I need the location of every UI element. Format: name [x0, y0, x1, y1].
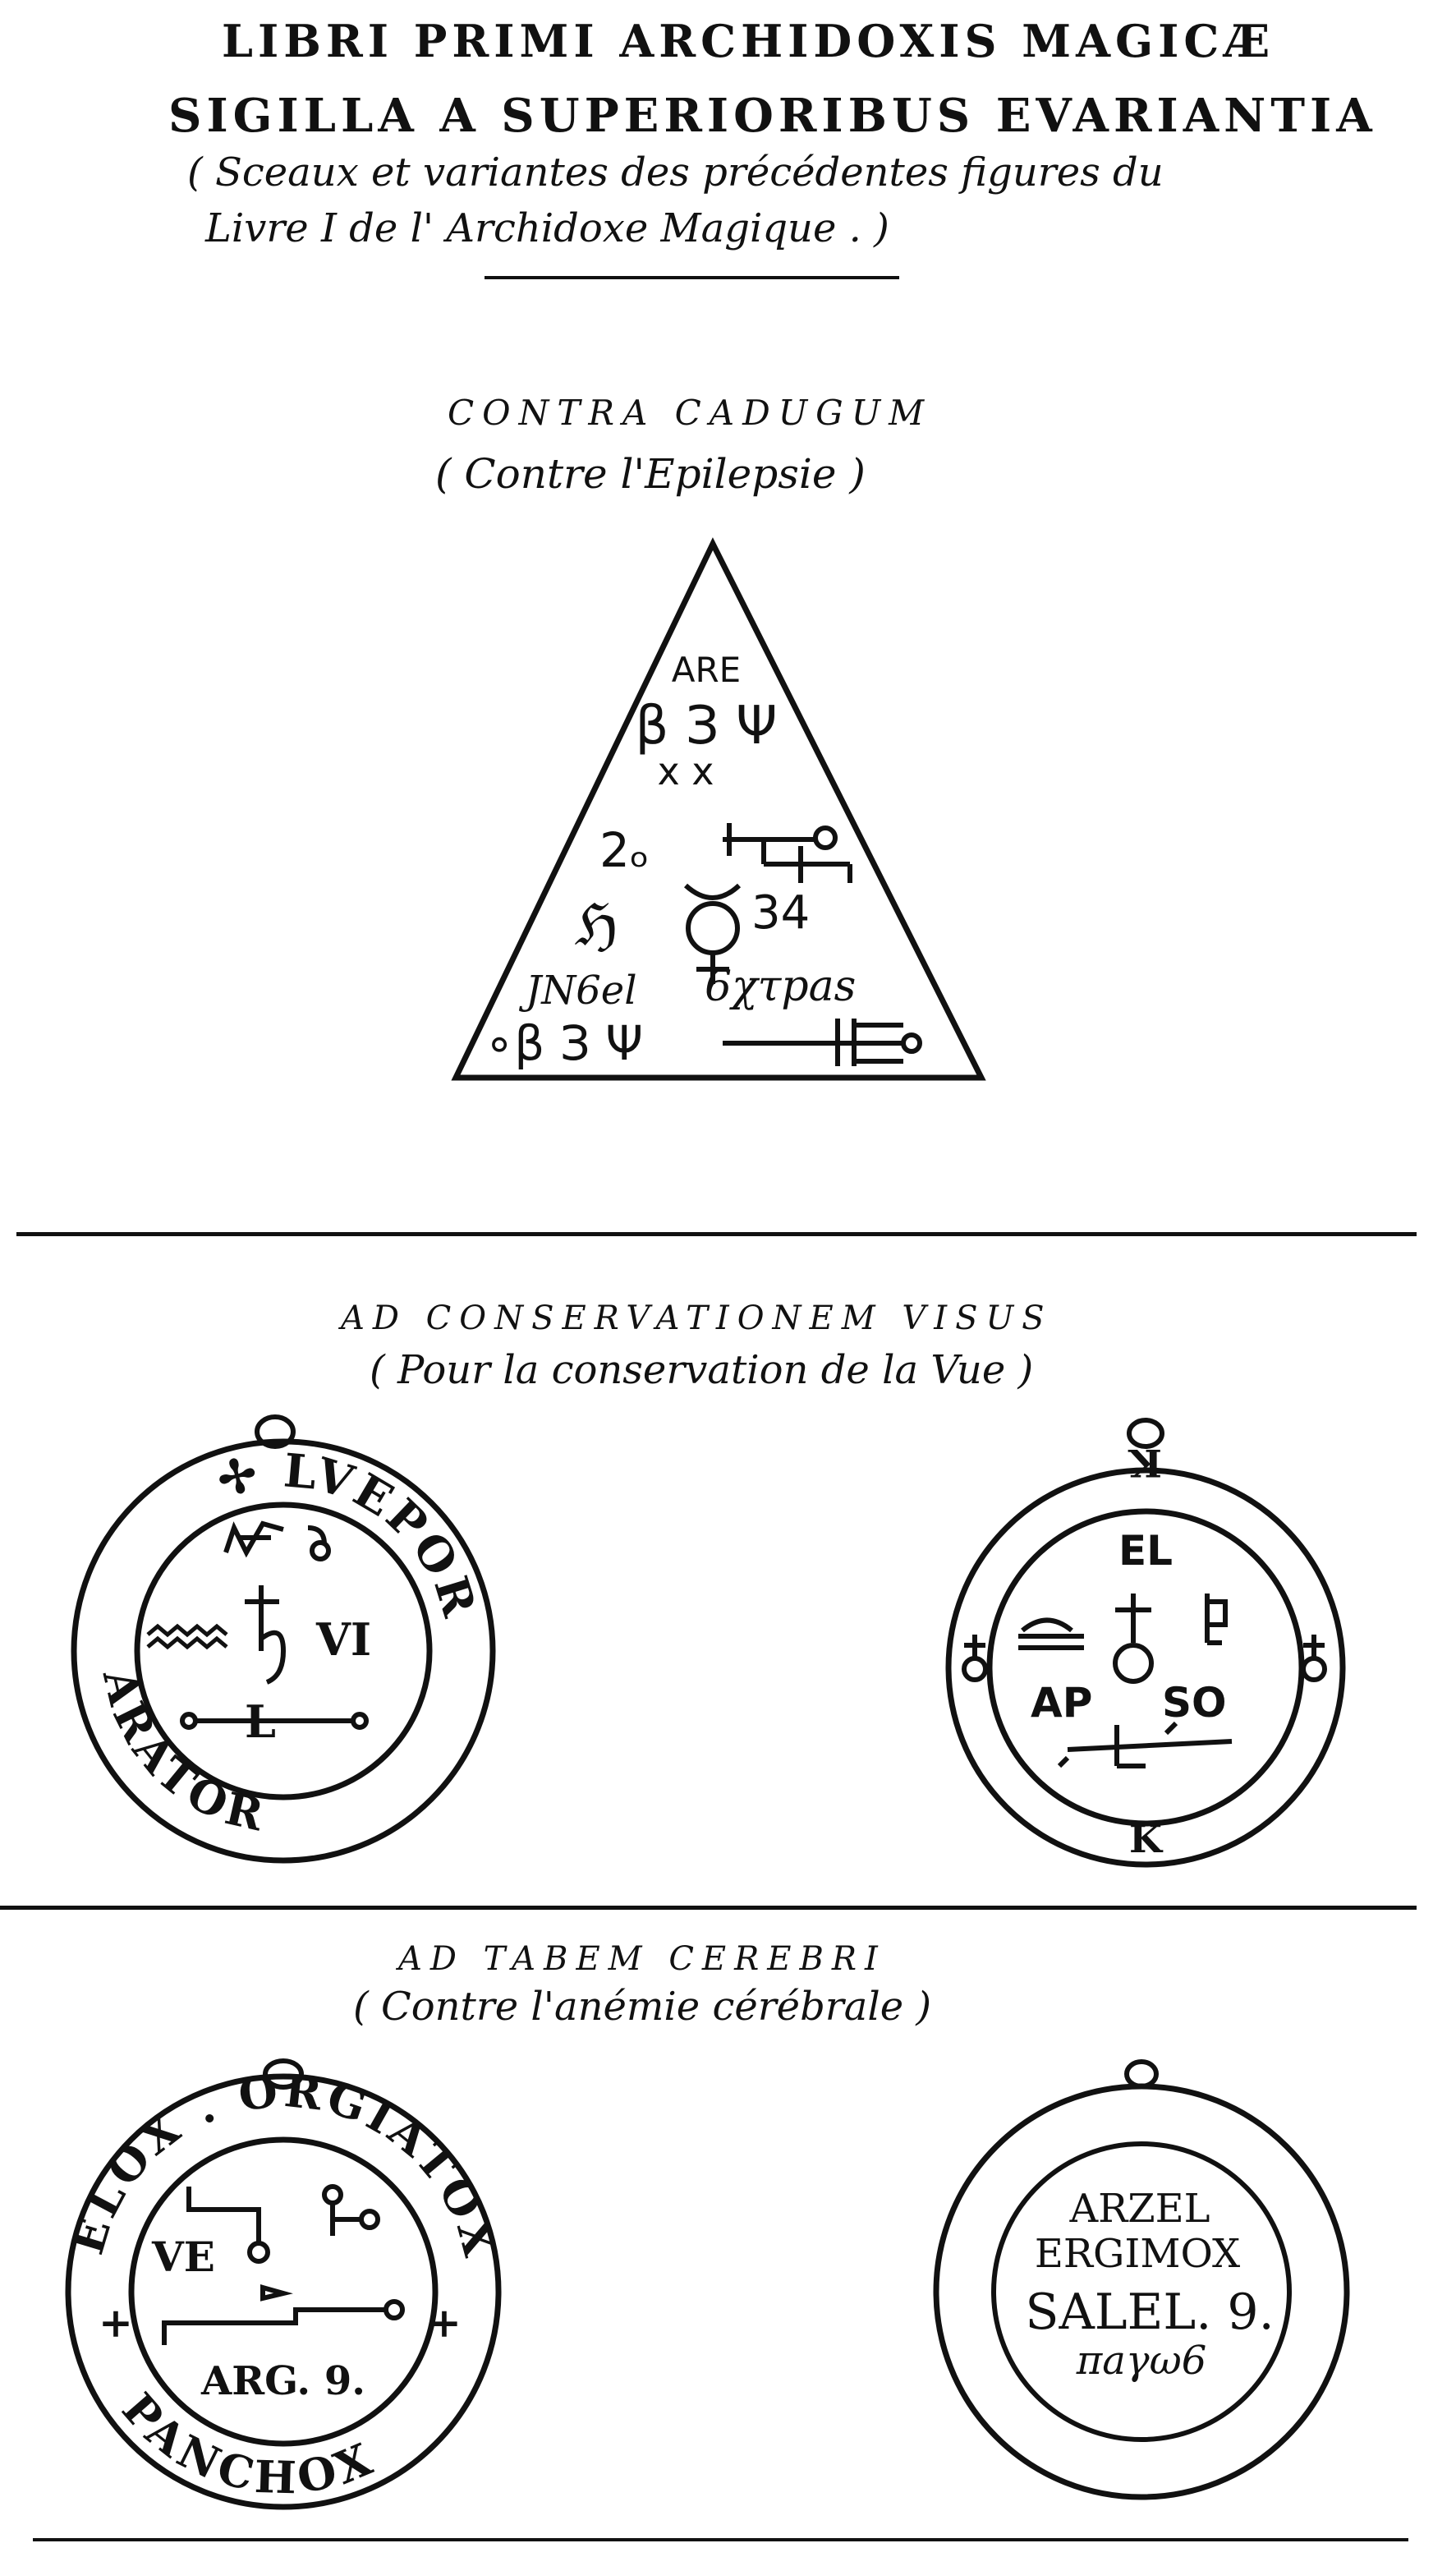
triangle-glyph-h: ℌ: [575, 891, 618, 959]
seal-circuit-glyph: [162, 2184, 405, 2345]
seal-word-ergimox: ERGIMOX: [1035, 2231, 1240, 2277]
triangle-circuit-glyph: [723, 823, 852, 883]
seal-inner-ring: [991, 2141, 1292, 2442]
title-line-1: LIBRI PRIMI ARCHIDOXIS MAGICÆ: [222, 15, 1275, 67]
seal-outer-ring: [933, 2083, 1350, 2500]
seal-loop: [255, 1414, 296, 1449]
section3-french-heading: ( Contre l'anémie cérébrale ): [353, 1984, 932, 2030]
seal-bottom-glyph: [180, 1712, 369, 1730]
seal-vi-text: VI: [315, 1613, 371, 1666]
seal-bottom-letter: K: [1129, 1817, 1164, 1861]
title-underline: [485, 276, 899, 279]
mercury-icon: [683, 883, 742, 984]
triangle-number-34: 34: [751, 886, 810, 940]
seal-loop: [1124, 2059, 1159, 2089]
triangle-symbols-row1: β З Ψ: [636, 696, 778, 757]
seal-outer-ring: [65, 2073, 502, 2510]
triangle-word-left: JN6el: [518, 968, 637, 1014]
triangle-word-are: ARE: [672, 650, 741, 690]
triangle-glyph-2o: 2ₒ: [599, 822, 650, 878]
section2-french-heading: ( Pour la conservation de la Vue ): [370, 1347, 1034, 1393]
seal-loop: [1127, 1418, 1164, 1449]
seal-outer-ring: [945, 1467, 1346, 1868]
sun-cross-icon: [1113, 1594, 1154, 1684]
section-divider-2: [0, 1906, 1417, 1910]
triangle-bottom-symbols: ∘β З Ψ: [485, 1015, 643, 1071]
seal-arg-text: ARG. 9.: [200, 2358, 365, 2404]
cross-icon: +: [427, 2298, 462, 2347]
seal-l-text: L: [245, 1695, 276, 1748]
seal-top-letter: K: [1128, 1441, 1162, 1485]
seal-right-glyph: [1205, 1594, 1228, 1645]
saturn-icon: [245, 1585, 287, 1685]
section1-french-heading: ( Contre l'Epilepsie ): [435, 450, 866, 498]
section1-latin-heading: CONTRA CADUGUM: [448, 393, 933, 433]
section-divider-3: [33, 2538, 1408, 2541]
seal-inner-ring: [128, 2136, 439, 2447]
seal-ap-text: AP: [1031, 1679, 1092, 1727]
seal-inner-ring: [134, 1502, 433, 1800]
triangle-crosses-row: x x: [657, 749, 714, 793]
seal-el-text: EL: [1118, 1527, 1173, 1575]
title-line-2: SIGILLA A SUPERIORIBUS EVARIANTIA: [168, 89, 1377, 143]
cross-icon: +: [99, 2298, 133, 2347]
mercury-icon: [962, 1635, 1327, 1682]
subtitle-line-1: ( Sceaux et variantes des précédentes fi…: [187, 149, 1164, 195]
seal-word-salel: SALEL. 9.: [1025, 2283, 1274, 2341]
section2-latin-heading: AD CONSERVATIONEM VISUS: [341, 1299, 1053, 1337]
seal-top-glyph: [223, 1520, 331, 1561]
section3-latin-heading: AD TABEM CEREBRI: [398, 1940, 886, 1978]
subtitle-line-2: Livre I de l' Archidoxe Magique . ): [205, 205, 889, 251]
seal-so-text: SO: [1162, 1679, 1227, 1727]
triangle-bottom-circuit-glyph: [723, 1019, 922, 1066]
aquarius-icon: [146, 1623, 228, 1650]
seal-ve-text: VE: [151, 2233, 215, 2281]
triangle-word-right: 6χτpas: [705, 962, 856, 1011]
seal-word-greek: πaγω6: [1076, 2338, 1207, 2384]
seal-word-arzel: ARZEL: [1068, 2186, 1210, 2232]
seal-outer-ring: [71, 1438, 496, 1864]
seal-bottom-glyph: [1057, 1721, 1233, 1768]
libra-icon: [1018, 1617, 1084, 1650]
triangle-outline: [451, 537, 986, 1081]
seal-loop: [263, 2058, 304, 2090]
section-divider-1: [16, 1232, 1417, 1236]
